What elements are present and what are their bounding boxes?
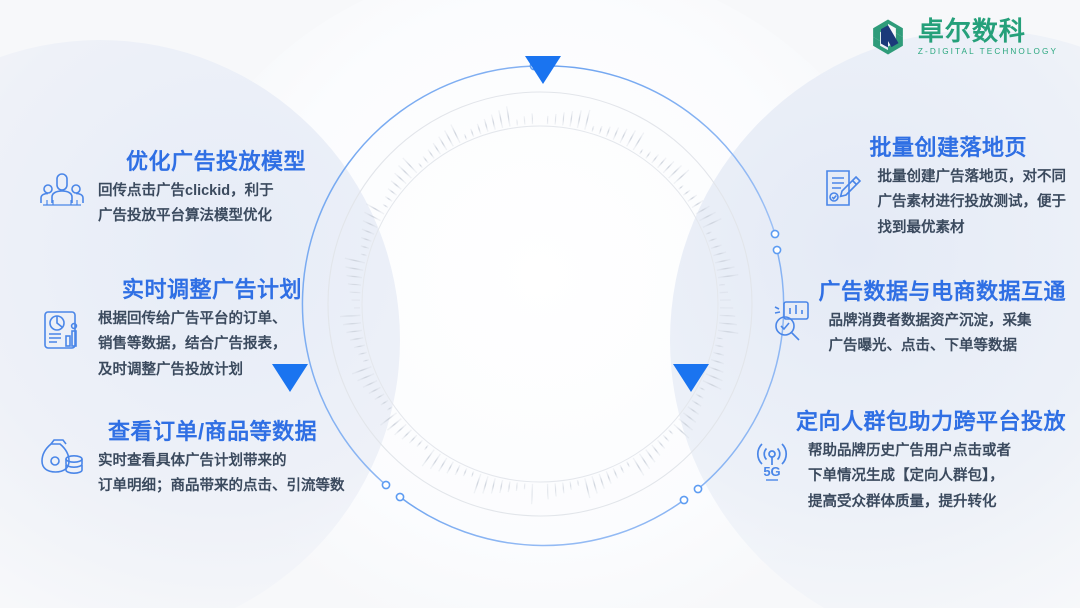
feature-line: 回传点击广告clickid，利于 (98, 182, 274, 199)
cube-top-line1: CID (670, 346, 734, 367)
feature-block-adjust-plan[interactable]: 实时调整广告计划 根据回传给广告平台的订单、 销售等数据，结合广告报表， 及时调… (38, 276, 302, 384)
feature-line: 帮助品牌历史广告用户点击或者 (807, 442, 1011, 459)
feature-block-audience-package[interactable]: 5G 定向人群包助力跨平台投放 帮助品牌历史广告用户点击或者 下单情况生成【定向… (748, 408, 1066, 516)
report-chart-icon (38, 276, 88, 384)
cube-label-top: CID 广告监测平台 (626, 346, 754, 385)
feature-line: 下单情况生成【定向人群包】， (807, 468, 1004, 485)
logo-mark-icon (873, 19, 903, 55)
logo-english-name: Z-DIGITAL TECHNOLOGY (917, 46, 1058, 56)
cube-top-line2: 广告监测平台 (626, 370, 754, 384)
feature-title: 查看订单/商品等数据 (108, 419, 318, 444)
feature-line: 实时查看具体广告计划带来的 (98, 452, 287, 469)
feature-line: 销售等数据，结合广告报表， (98, 336, 287, 353)
brand-logo[interactable]: 卓尔数科 Z-DIGITAL TECHNOLOGY (867, 16, 1058, 58)
money-bag-coins-icon (38, 418, 88, 500)
feature-title: 批量创建落地页 (869, 135, 1028, 160)
feature-line: 根据回传给广告平台的订单、 (98, 310, 287, 327)
data-search-icon (768, 278, 818, 360)
feature-block-create-landing-pages[interactable]: 批量创建落地页 批量创建广告落地页，对不同 广告素材进行投放测试，便于 找到最优… (818, 134, 1067, 242)
logo-chinese-name: 卓尔数科 (917, 15, 1026, 46)
contract-pen-icon (818, 134, 868, 242)
svg-text:5G: 5G (763, 464, 780, 479)
feature-title: 实时调整广告计划 (122, 277, 303, 302)
people-group-icon (38, 148, 88, 230)
feature-line: 广告素材进行投放测试，便于 (877, 194, 1067, 211)
signal-5g-icon: 5G (748, 408, 798, 516)
arrow-top-icon (525, 56, 561, 84)
cube-face-left (560, 372, 695, 576)
feature-line: 批量创建广告落地页，对不同 (877, 168, 1067, 185)
feature-block-optimize-model[interactable]: 优化广告投放模型 回传点击广告clickid，利于 广告投放平台算法模型优化 (38, 148, 306, 230)
ring-outer-gray (327, 91, 753, 517)
feature-block-data-interop[interactable]: 广告数据与电商数据互通 品牌消费者数据资产沉淀，采集 广告曝光、点击、下单等数据 (768, 278, 1066, 360)
arrow-bottom-left-icon (272, 364, 308, 392)
feature-line: 广告曝光、点击、下单等数据 (828, 338, 1017, 355)
feature-line: 提高受众群体质量，提升转化 (807, 494, 997, 511)
feature-line: 及时调整广告投放计划 (98, 362, 243, 379)
feature-line: 品牌消费者数据资产沉淀，采集 (828, 312, 1032, 329)
cube-face-right (695, 372, 830, 576)
feature-line: 广告投放平台算法模型优化 (98, 208, 272, 225)
feature-block-view-orders[interactable]: 查看订单/商品等数据 实时查看具体广告计划带来的 订单明细；商品带来的点击、引流… (38, 418, 345, 500)
feature-line: 订单明细；商品带来的点击、引流等数 (98, 478, 345, 495)
ring-inner-gray (361, 125, 719, 483)
feature-title: 优化广告投放模型 (126, 149, 307, 174)
feature-line: 找到最优素材 (877, 220, 965, 237)
feature-title: 广告数据与电商数据互通 (818, 279, 1066, 304)
center-stage: CID 广告监测平台 CID 广告监测平台 CID 广告监测平台 (272, 44, 845, 594)
feature-title: 定向人群包助力跨平台投放 (795, 409, 1066, 434)
